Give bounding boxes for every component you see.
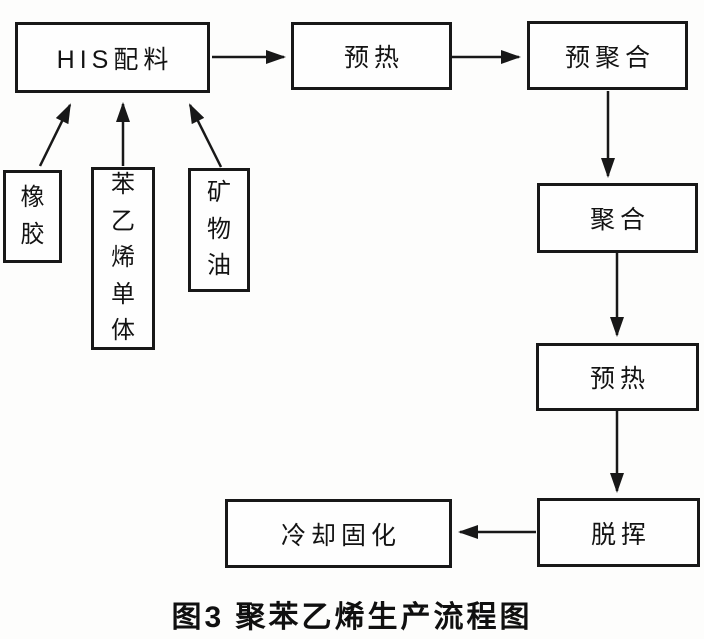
- node-mineral-oil-label: 矿物油: [207, 179, 231, 280]
- node-styrene-monomer: 苯乙烯单体: [91, 167, 155, 350]
- node-his-batching-label: HIS配料: [56, 45, 174, 74]
- node-prepolymerize-label: 预聚合: [564, 43, 655, 72]
- node-preheat-mid-label: 预热: [589, 365, 650, 393]
- node-his-batching: HIS配料: [15, 22, 210, 93]
- node-preheat-mid: 预热: [536, 343, 699, 411]
- figure-caption: 图3 聚苯乙烯生产流程图: [171, 601, 533, 634]
- arrow-mineral-oil-to-his: [188, 103, 223, 168]
- node-preheat-top-label: 预热: [343, 44, 404, 72]
- arrow-rubber-to-his: [38, 103, 72, 167]
- node-styrene-monomer-label: 苯乙烯单体: [111, 171, 135, 345]
- node-cool-solidify-label: 冷却固化: [280, 521, 401, 550]
- node-devolatilize: 脱挥: [537, 498, 700, 567]
- node-prepolymerize: 预聚合: [527, 21, 688, 90]
- node-polymerize: 聚合: [537, 183, 698, 253]
- node-cool-solidify: 冷却固化: [225, 499, 452, 568]
- node-rubber: 橡胶: [3, 170, 62, 263]
- node-polymerize-label: 聚合: [589, 206, 650, 234]
- node-preheat-top: 预热: [291, 22, 452, 90]
- node-mineral-oil: 矿物油: [188, 168, 250, 292]
- node-rubber-label: 橡胶: [20, 184, 45, 248]
- node-devolatilize-label: 脱挥: [590, 520, 651, 549]
